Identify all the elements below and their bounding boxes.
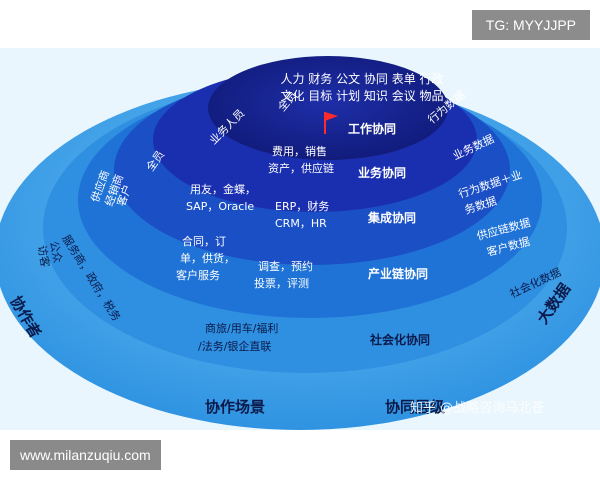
zhihu-watermark: 知乎 @战略咨询马北苍	[410, 400, 544, 416]
flag-icon	[324, 112, 338, 134]
chain-content-a-line3: 客户服务	[176, 268, 220, 282]
integration-title: 集成协同	[367, 210, 416, 225]
chain-title: 产业链协同	[368, 266, 428, 281]
core-content-line2: 文化 目标 计划 知识 会议 物品	[280, 88, 443, 103]
tg-watermark-badge: TG: MYYJJPP	[471, 10, 590, 40]
chain-content-a-line2: 单，供货，	[180, 251, 235, 265]
business-content-line2: 资产，供应链	[268, 161, 334, 175]
business-content-line1: 费用，销售	[272, 144, 327, 158]
core-content-line1: 人力 财务 公文 协同 表单 行政	[280, 71, 443, 86]
axis-scenarios: 协作场景	[205, 398, 265, 416]
ring-core	[208, 56, 448, 160]
chain-content-a-line1: 合同，订	[182, 234, 226, 248]
integration-content-b-line1: ERP，财务	[275, 199, 329, 213]
social-actor-line2: 公众	[47, 240, 64, 264]
chain-content-b-line1: 调查，预约	[258, 259, 313, 273]
business-title: 业务协同	[358, 165, 406, 180]
social-actor-line3: 访客	[35, 244, 53, 268]
core-title: 工作协同	[348, 121, 396, 136]
social-title: 社会化协同	[369, 332, 430, 347]
integration-content-a-line1: 用友，金蝶，	[190, 182, 256, 196]
social-content-line2: /法务/银企直联	[198, 339, 271, 353]
integration-content-a-line2: SAP，Oracle	[186, 200, 254, 213]
axis-levels: 协同层级	[385, 398, 446, 416]
url-watermark-badge: www.milanzuqiu.com	[10, 440, 161, 470]
chain-content-b-line2: 投票，评测	[254, 276, 309, 290]
social-content-line1: 商旅/用车/福利	[205, 321, 278, 335]
integration-content-b-line2: CRM，HR	[275, 217, 327, 230]
